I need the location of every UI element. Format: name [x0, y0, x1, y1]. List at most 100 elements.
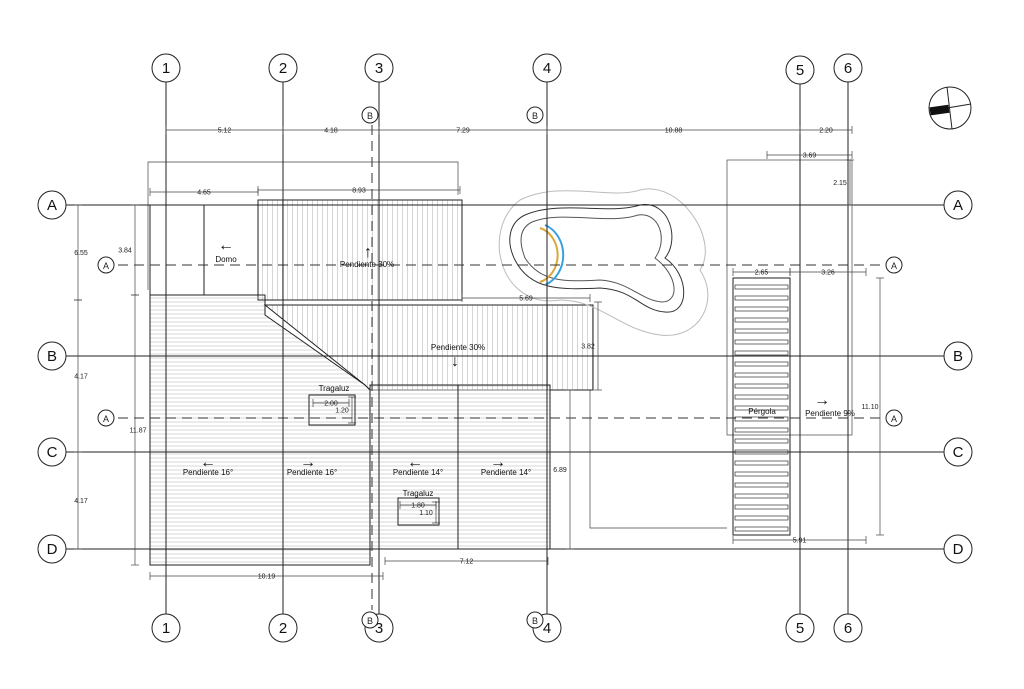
- label-slope: Pendiente 9%: [805, 409, 855, 418]
- pergola-slat: [734, 339, 789, 345]
- grid-bubble: [785, 613, 815, 643]
- skylight-1: [308, 394, 356, 426]
- grid-bubble: [785, 55, 815, 85]
- pergola-slat: [734, 317, 789, 323]
- dimension-label: 7.12: [460, 559, 474, 566]
- dimension-label: 6.89: [553, 467, 567, 474]
- dimension-label: 4.65: [197, 190, 211, 197]
- annotations: ← Domo ↑ Pendiente 30% Pendiente 30% ↓ T…: [183, 237, 855, 498]
- dimension-label: 5.91: [793, 538, 807, 545]
- dimension-label: 11.10: [862, 404, 879, 411]
- section-marker: [361, 106, 379, 124]
- dimension-label: 3.82: [581, 344, 595, 351]
- dimension-label: 1.80: [411, 503, 425, 510]
- dimension-label: 1.10: [419, 510, 433, 517]
- grid-bubble: [943, 437, 973, 467]
- dimension-label: 2.65: [755, 270, 769, 277]
- roof-upper: [257, 199, 463, 301]
- grid-bubble: [833, 613, 863, 643]
- grid-bubble: [37, 534, 67, 564]
- pergola-slat: [734, 350, 789, 356]
- dimension-label: 7.29: [456, 128, 470, 135]
- grid-bubble: [37, 190, 67, 220]
- dimension-label: 10.88: [665, 128, 683, 135]
- pergola-slat: [734, 361, 789, 367]
- grid-label: D: [47, 541, 58, 558]
- grid-bubble: [151, 613, 181, 643]
- grid-bubble: [37, 341, 67, 371]
- pergola-slat: [734, 394, 789, 400]
- grid-label: B: [47, 348, 57, 365]
- label-slope: Pendiente 30%: [340, 260, 394, 269]
- pergola-slat: [734, 493, 789, 499]
- pergola-slat: [734, 504, 789, 510]
- dimension-label: 5.69: [519, 296, 533, 303]
- grid-label: 5: [796, 62, 804, 79]
- slope-arrow-left: ←: [200, 454, 216, 471]
- pergola-slat: [734, 471, 789, 477]
- pergola-slat: [734, 306, 789, 312]
- grid-label: 4: [543, 60, 551, 77]
- section-marker-label: B: [367, 111, 373, 121]
- grid-bubble: [943, 534, 973, 564]
- grid-label: B: [953, 348, 963, 365]
- pergola-slat: [734, 460, 789, 466]
- pergola-slat: [734, 416, 789, 422]
- north-arrow-icon: [928, 86, 972, 130]
- label-skylight: Tragaluz: [319, 384, 350, 393]
- pergola-slat: [734, 295, 789, 301]
- section-marker: [361, 611, 379, 629]
- grid-bubble: [833, 53, 863, 83]
- section-marker: [526, 611, 544, 629]
- label-domo: Domo: [215, 255, 237, 264]
- pool: [498, 188, 709, 336]
- pergola-slat: [734, 526, 789, 532]
- pergola-slat: [734, 427, 789, 433]
- section-marker: [526, 106, 544, 124]
- label-skylight: Tragaluz: [403, 489, 434, 498]
- pergola-slat: [734, 515, 789, 521]
- grid-label: 1: [162, 620, 170, 637]
- grid-label: A: [953, 197, 963, 214]
- grid-bubble: [268, 613, 298, 643]
- grid-label: D: [953, 541, 964, 558]
- pergola-slat: [734, 284, 789, 290]
- grid-label: 2: [279, 620, 287, 637]
- grid-bubble: [943, 341, 973, 371]
- grid-label: A: [47, 197, 57, 214]
- label-pergola: Pérgola: [748, 407, 776, 416]
- section-marker: [885, 409, 903, 427]
- section-marker: [97, 256, 115, 274]
- grid-label: 3: [375, 60, 383, 77]
- skylight-2: [397, 497, 440, 526]
- grid-bubble: [532, 53, 562, 83]
- section-marker-label: A: [103, 414, 109, 424]
- grid-label: 5: [796, 620, 804, 637]
- grid-bubble: [151, 53, 181, 83]
- dimension-label: 2.20: [819, 128, 833, 135]
- grid-bubble: [943, 190, 973, 220]
- dimension-label: 4.17: [74, 498, 88, 505]
- pergola-slat: [734, 328, 789, 334]
- section-marker-label: A: [891, 261, 897, 271]
- grid-label: 6: [844, 620, 852, 637]
- label-slope: Pendiente 30%: [431, 343, 485, 352]
- slope-arrow-right: →: [814, 392, 830, 409]
- grid-label: 4: [543, 620, 551, 637]
- pergola-slat: [734, 438, 789, 444]
- grid-label: 3: [375, 620, 383, 637]
- slope-arrow-down: ↓: [451, 353, 459, 370]
- section-marker: [885, 256, 903, 274]
- grid-label: C: [47, 444, 58, 461]
- dimension-label: 10.19: [258, 574, 276, 581]
- slope-arrow-up: ↑: [364, 244, 372, 261]
- dimension-label: 4.18: [324, 128, 338, 135]
- section-marker: [97, 409, 115, 427]
- section-marker-label: A: [891, 414, 897, 424]
- roof-lower-right: [369, 384, 551, 550]
- pergola-slat: [734, 372, 789, 378]
- section-marker-label: A: [103, 261, 109, 271]
- dimension-label: 4.17: [74, 374, 88, 381]
- section-marker-label: B: [367, 616, 373, 626]
